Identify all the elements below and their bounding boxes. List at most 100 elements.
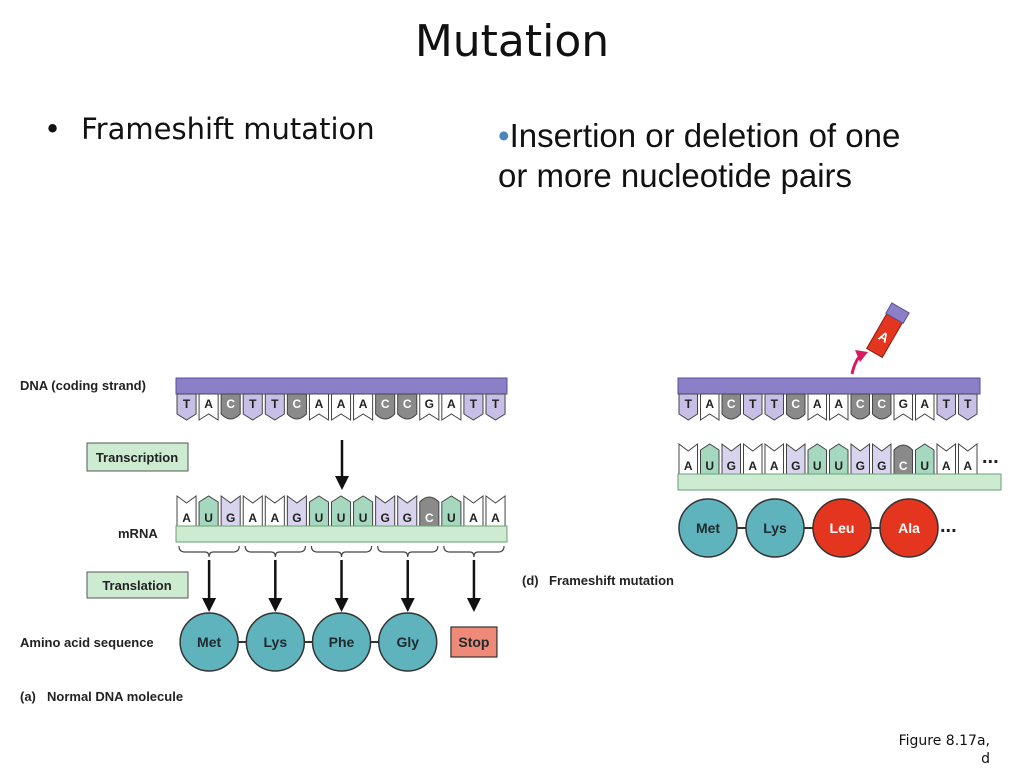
dna-a-base-c: C	[375, 393, 396, 420]
bullet-definition-text-1: Insertion or deletion of one	[509, 117, 901, 154]
inserted-base-icon: A	[866, 302, 910, 359]
mrna-d-base-g: G	[872, 442, 892, 475]
mrna-a-base-c: C	[419, 496, 440, 527]
mrna-d-base-u: U	[829, 443, 849, 475]
panel-d-letter: (d)	[522, 573, 539, 588]
dna-d-base-t: T	[764, 393, 784, 421]
translation-box	[86, 571, 189, 599]
normal-amino-label: Met	[197, 634, 221, 650]
mrna-d-base-letter: U	[705, 459, 714, 473]
mrna-a-base-letter: U	[337, 511, 346, 525]
mrna-a-base-a: A	[176, 495, 197, 527]
amino-ellipsis-d: ...	[940, 515, 957, 537]
mrna-d-base-g: G	[721, 442, 741, 475]
dna-d-base-t: T	[936, 393, 956, 421]
dna-d-base-letter: A	[920, 397, 929, 411]
dna-d-base-letter: C	[727, 397, 736, 411]
dna-a-base-letter: T	[470, 397, 478, 411]
mrna-d-base-letter: A	[770, 459, 779, 473]
dna-a-base-c: C	[286, 393, 307, 420]
dna-a-base-letter: C	[381, 397, 390, 411]
mrna-d-base-a: A	[743, 442, 763, 475]
mrna-a-base-a: A	[242, 495, 263, 527]
dna-d-base-t: T	[743, 393, 763, 421]
dna-d-base-letter: C	[877, 397, 886, 411]
dna-a-base-a: A	[353, 393, 374, 421]
dna-d-base-letter: C	[856, 397, 865, 411]
mrna-a-base-letter: U	[204, 511, 213, 525]
translation-arrow-head	[400, 598, 415, 612]
dna-d-base-a: A	[829, 393, 849, 421]
mutant-amino-ala: Ala	[879, 498, 939, 558]
mrna-d-base-letter: A	[684, 459, 693, 473]
dna-backbone-d	[677, 377, 981, 395]
panel-a-caption: Normal DNA molecule	[47, 689, 183, 704]
dna-d-base-c: C	[721, 393, 741, 420]
dna-a-base-letter: T	[271, 397, 279, 411]
dna-a-base-c: C	[220, 393, 241, 420]
codon-brace	[178, 545, 240, 558]
mutant-amino-label: Leu	[830, 520, 855, 536]
dna-a-base-letter: C	[226, 397, 235, 411]
normal-amino-label: Phe	[329, 634, 355, 650]
dna-d-base-letter: T	[749, 397, 757, 411]
mrna-a-base-u: U	[353, 495, 374, 527]
dna-d-base-letter: A	[813, 397, 822, 411]
dna-d-base-t: T	[958, 393, 978, 421]
dna-d-base-letter: T	[943, 397, 951, 411]
codon-brace	[310, 545, 373, 558]
mrna-d-base-letter: A	[963, 459, 972, 473]
panel-d-caption: Frameshift mutation	[549, 573, 674, 588]
stop-codon-box: Stop	[450, 626, 498, 658]
mrna-label: mRNA	[118, 526, 158, 541]
mrna-a-base-a: A	[264, 495, 285, 527]
mrna-d-base-g: G	[786, 442, 806, 475]
mrna-d-base-a: A	[936, 442, 956, 475]
mrna-d-base-a: A	[958, 442, 978, 475]
bullet-dot: •	[44, 112, 62, 146]
normal-amino-phe: Phe	[311, 612, 372, 672]
mrna-a-base-g: G	[220, 495, 241, 527]
dna-a-base-t: T	[264, 393, 285, 421]
dna-d-base-g: G	[893, 393, 913, 421]
dna-d-base-a: A	[700, 393, 720, 421]
dna-d-base-letter: C	[791, 397, 800, 411]
mutant-amino-lys: Lys	[745, 498, 805, 558]
transcription-arrow-head	[335, 476, 349, 490]
mrna-d-base-g: G	[850, 442, 870, 475]
dna-d-base-letter: A	[834, 397, 843, 411]
codon-brace	[443, 545, 505, 558]
mrna-a-base-u: U	[308, 495, 329, 527]
mrna-a-base-letter: A	[270, 511, 279, 525]
dna-a-base-a: A	[330, 393, 352, 421]
dna-a-base-letter: G	[425, 397, 434, 411]
slide-title: Mutation	[414, 16, 610, 67]
dna-d-base-t: T	[678, 393, 698, 421]
mrna-a-base-letter: A	[182, 511, 191, 525]
mrna-a-base-letter: G	[292, 511, 301, 525]
dna-a-base-letter: T	[249, 397, 257, 411]
mrna-a-base-u: U	[441, 495, 462, 527]
mrna-d-base-letter: G	[791, 459, 800, 473]
mrna-d-base-u: U	[807, 443, 827, 475]
mrna-a-base-letter: A	[469, 511, 478, 525]
mrna-a-base-letter: A	[248, 511, 257, 525]
bullet-frameshift-text: Frameshift mutation	[81, 112, 375, 146]
mrna-d-base-c: C	[893, 444, 913, 475]
normal-amino-label: Lys	[264, 634, 288, 650]
dna-a-base-t: T	[242, 393, 263, 421]
mrna-a-base-g: G	[375, 495, 396, 527]
figure-caption: Figure 8.17a, d	[870, 732, 990, 768]
mrna-a-base-letter: G	[380, 511, 389, 525]
mrna-a-base-letter: U	[359, 511, 368, 525]
mrna-d-base-letter: A	[942, 459, 951, 473]
mrna-d-base-letter: G	[727, 459, 736, 473]
dna-a-base-letter: A	[337, 397, 346, 411]
mutant-amino-label: Lys	[763, 520, 787, 536]
mrna-d-base-u: U	[915, 443, 935, 475]
